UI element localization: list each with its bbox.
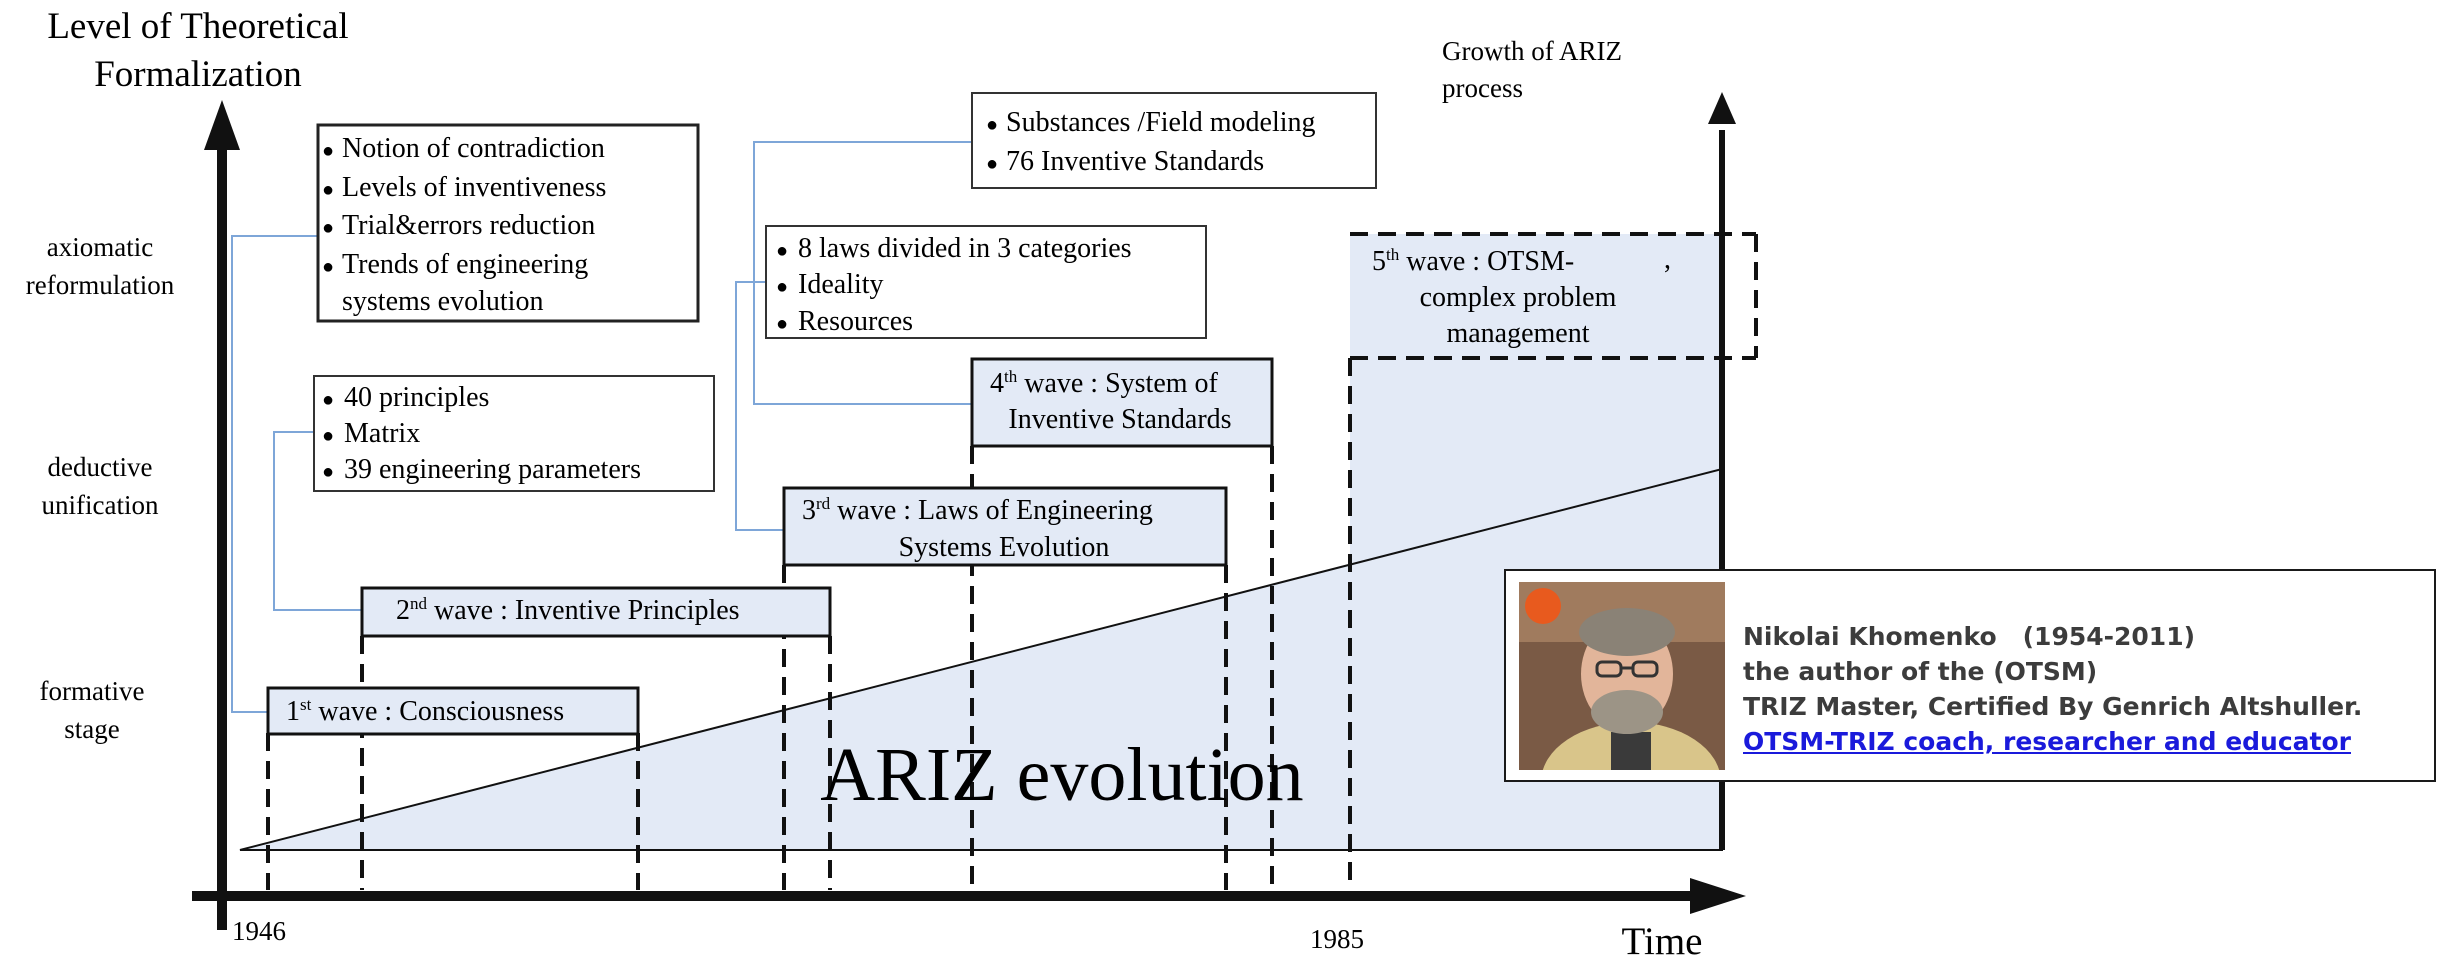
profile-name: Nikolai Khomenko xyxy=(1743,622,1997,651)
wave-1-box: 1st wave : Consciousness xyxy=(266,686,640,736)
concept-box-substances: ●Substances /Field modeling ●76 Inventiv… xyxy=(971,92,1377,189)
concept-item: systems evolution xyxy=(342,286,543,317)
concept-box-principles: ●40 principles ●Matrix ●39 engineering p… xyxy=(313,375,715,492)
concept-item: 76 Inventive Standards xyxy=(1006,146,1264,177)
concept-item: Ideality xyxy=(798,269,884,300)
x-axis-title: Time xyxy=(1622,920,1703,961)
svg-text:●76 Inventive Standards: ●76 Inventive Standards xyxy=(986,146,1264,177)
svg-text:,: , xyxy=(1664,244,1671,275)
svg-text:Systems Evolution: Systems Evolution xyxy=(899,532,1110,563)
concept-box-laws: ●8 laws divided in 3 categories ●Idealit… xyxy=(765,225,1207,339)
growth-label-line2: process xyxy=(1442,73,1523,103)
level-deductive-line1: deductive xyxy=(48,452,153,482)
svg-text:●Notion of contradiction: ●Notion of contradiction xyxy=(322,133,605,164)
wave-5-box: 5th wave : OTSM- , complex problem manag… xyxy=(1372,244,1671,349)
wave-2-box: 2nd wave : Inventive Principles xyxy=(360,586,832,638)
svg-text:●Resources: ●Resources xyxy=(776,306,913,337)
concept-item: Resources xyxy=(798,306,913,337)
wave-3-box: 3rd wave : Laws of Engineering Systems E… xyxy=(782,486,1228,567)
concept-item: Trial&errors reduction xyxy=(342,210,595,241)
svg-text:3rd wave : Laws of Engineering: 3rd wave : Laws of Engineering xyxy=(802,494,1153,526)
profile-card: Nikolai Khomenko (1954-2011) the author o… xyxy=(1504,569,2436,782)
concept-item: Trends of engineering xyxy=(342,249,588,280)
x-axis-arrowhead xyxy=(1690,878,1746,914)
portrait-photo xyxy=(1519,582,1725,770)
concept-item: 40 principles xyxy=(344,382,489,413)
growth-axis-arrowhead xyxy=(1708,92,1736,124)
ariz-evolution-label: ARIZ evolution xyxy=(820,733,1303,817)
svg-text:4th wave : System of: 4th wave : System of xyxy=(990,367,1219,399)
profile-text: Nikolai Khomenko (1954-2011) the author o… xyxy=(1743,619,2433,759)
svg-text:2nd wave : Inventive Principle: 2nd wave : Inventive Principles xyxy=(396,594,740,626)
concept-item: 39 engineering parameters xyxy=(344,454,641,485)
svg-text:●8 laws divided in 3 categorie: ●8 laws divided in 3 categories xyxy=(776,233,1132,264)
level-axiomatic-line1: axiomatic xyxy=(47,232,153,262)
profile-link[interactable]: OTSM-TRIZ coach, researcher and educator xyxy=(1743,727,2351,756)
y-axis-arrowhead xyxy=(204,100,240,150)
svg-text:5th wave : OTSM-: 5th wave : OTSM- xyxy=(1372,245,1574,277)
svg-text:1st wave : Consciousness: 1st wave : Consciousness xyxy=(286,695,564,727)
svg-text:●Trends of engineering: ●Trends of engineering xyxy=(322,249,588,280)
y-axis-title-line2: Formalization xyxy=(94,54,302,95)
svg-text:management: management xyxy=(1446,318,1589,349)
svg-text:●Trial&errors reduction: ●Trial&errors reduction xyxy=(322,210,595,241)
concept-connectors xyxy=(231,141,972,713)
svg-text:complex problem: complex problem xyxy=(1420,282,1617,313)
svg-text:●Matrix: ●Matrix xyxy=(322,418,420,449)
year-1946: 1946 xyxy=(232,916,286,946)
profile-line2: the author of the (OTSM) xyxy=(1743,657,2098,686)
level-axiomatic-line2: reformulation xyxy=(26,270,175,300)
svg-text:●40 principles: ●40 principles xyxy=(322,382,489,413)
svg-text:●39 engineering parameters: ●39 engineering parameters xyxy=(322,454,641,485)
svg-text:Inventive Standards: Inventive Standards xyxy=(1008,404,1231,435)
svg-text:●Levels of inventiveness: ●Levels of inventiveness xyxy=(322,172,606,203)
wave-dashed-lines xyxy=(266,232,1758,890)
wave-4-box: 4th wave : System of Inventive Standards xyxy=(970,357,1274,448)
concept-box-contradiction: ●Notion of contradiction ●Levels of inve… xyxy=(316,123,700,323)
level-formative-line2: stage xyxy=(64,714,119,744)
year-1985: 1985 xyxy=(1310,924,1364,954)
profile-line3: TRIZ Master, Certified By Genrich Altshu… xyxy=(1743,692,2363,721)
concept-item: Levels of inventiveness xyxy=(342,172,606,203)
concept-item: Matrix xyxy=(344,418,420,449)
concept-item: 8 laws divided in 3 categories xyxy=(798,233,1132,264)
growth-label-line1: Growth of ARIZ xyxy=(1442,36,1622,66)
level-deductive-line2: unification xyxy=(42,490,159,520)
svg-text:●Substances /Field modeling: ●Substances /Field modeling xyxy=(986,107,1316,138)
profile-years: (1954-2011) xyxy=(2022,622,2196,651)
level-formative-line1: formative xyxy=(40,676,145,706)
concept-item: Notion of contradiction xyxy=(342,133,605,164)
concept-item: Substances /Field modeling xyxy=(1006,107,1316,138)
svg-text:●Ideality: ●Ideality xyxy=(776,269,884,300)
y-axis-title-line1: Level of Theoretical xyxy=(47,6,348,47)
